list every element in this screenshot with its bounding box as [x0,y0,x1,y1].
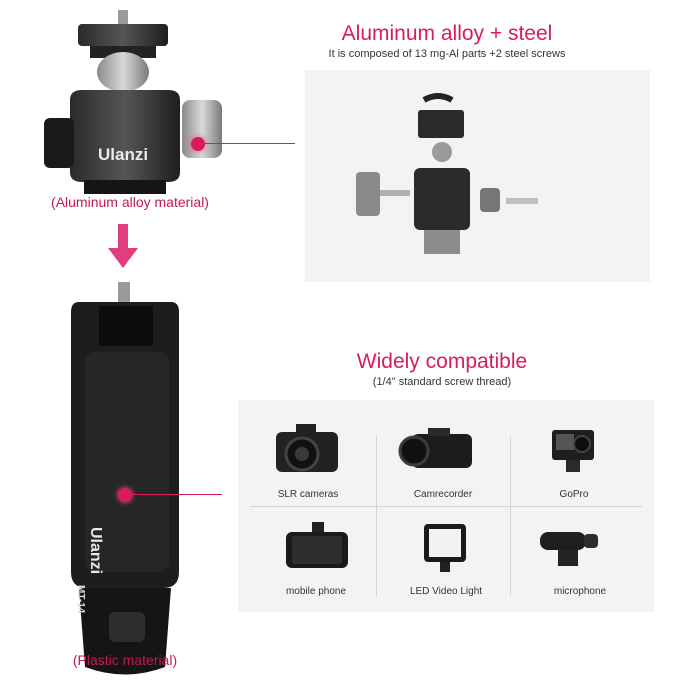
tripod-image [71,282,179,675]
compat-panel: SLR cameras Camrecorder GoPro mobile pho… [238,400,654,612]
tripod-marker [118,488,132,502]
ball-head-pointer-line [205,143,295,144]
compat-title: Widely compatible [356,350,528,373]
device-label-gopro: GoPro [559,489,589,500]
grid-divider [250,506,642,507]
camcorder-icon [398,428,472,468]
microphone-icon [540,532,598,566]
ball-head-marker [191,137,205,151]
tripod-pointer-line [132,494,222,495]
device-label-mobile-phone: mobile phone [285,586,347,597]
tripod-brand: Ulanzi [87,527,104,575]
device-label-microphone: microphone [553,586,607,597]
led-light-icon [424,524,466,572]
tripod-caption: (Plastic material) [72,652,178,668]
exploded-view-image [356,93,538,254]
device-label-slr: SLR cameras [277,489,339,500]
ball-head-caption: (Aluminum alloy material) [51,194,209,210]
grid-divider [376,436,377,596]
gopro-icon [552,430,594,472]
ball-head-brand: Ulanzi [98,145,149,164]
device-label-led-light: LED Video Light [409,586,483,597]
grid-divider [510,436,511,596]
material-title: Aluminum alloy + steel [341,22,553,45]
tripod-model: MT-14 [75,585,86,614]
mobile-phone-icon [286,522,348,568]
compat-subtitle: (1/4" standard screw thread) [372,376,512,388]
device-label-camcorder: Camrecorder [413,489,473,500]
slr-camera-icon [276,424,338,472]
down-arrow-icon [108,224,138,268]
material-subtitle: It is composed of 13 mg-Al parts +2 stee… [328,48,566,60]
ball-head-image [44,10,222,194]
